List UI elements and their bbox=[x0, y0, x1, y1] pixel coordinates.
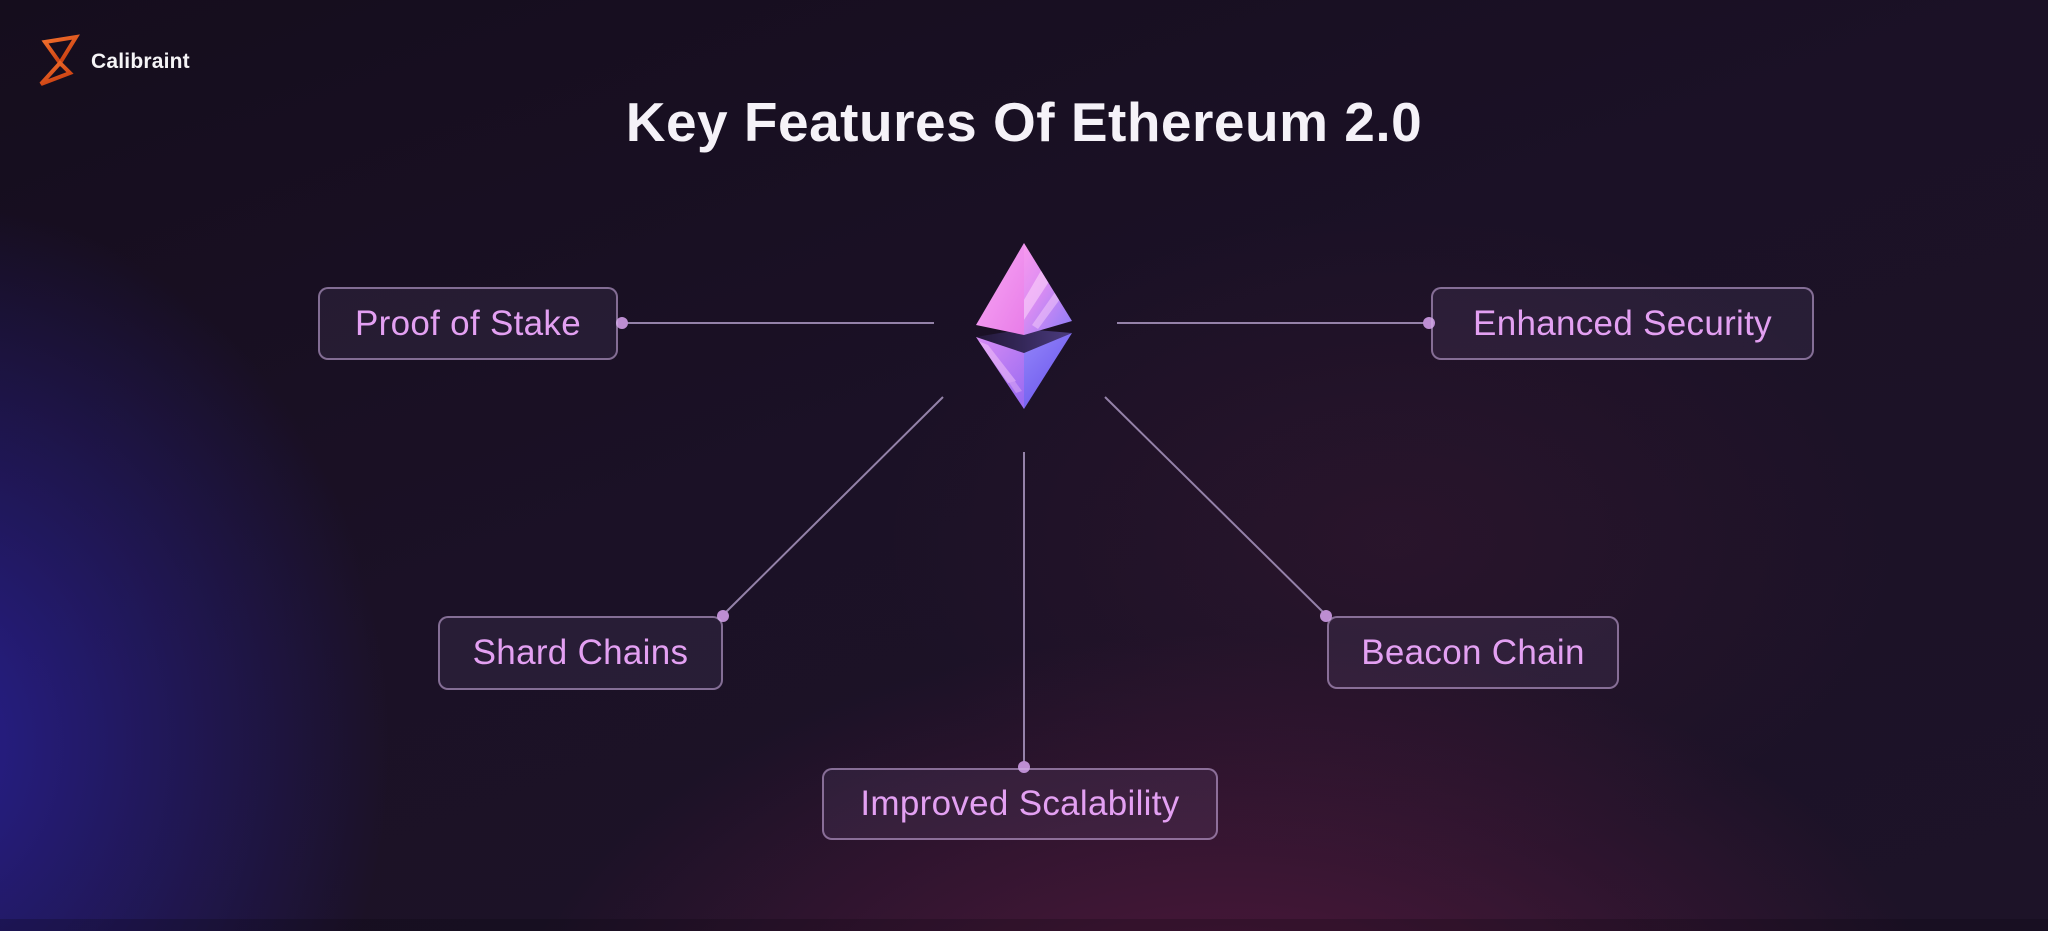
feature-node-label: Enhanced Security bbox=[1473, 303, 1772, 343]
connector-line-beacon-chain bbox=[1104, 396, 1327, 616]
feature-node-label: Proof of Stake bbox=[355, 303, 581, 343]
feature-node-label: Shard Chains bbox=[472, 633, 689, 672]
calibraint-zigzag-icon bbox=[39, 34, 80, 86]
feature-node-beacon-chain: Beacon Chain bbox=[1327, 616, 1619, 689]
feature-node-improved-scalability: Improved Scalability bbox=[822, 768, 1218, 840]
connector-line-shard-chains bbox=[722, 396, 944, 616]
feature-node-enhanced-security: Enhanced Security bbox=[1431, 287, 1814, 360]
page-title: Key Features Of Ethereum 2.0 bbox=[625, 91, 1423, 153]
feature-node-label: Improved Scalability bbox=[860, 784, 1180, 823]
feature-node-shard-chains: Shard Chains bbox=[438, 616, 723, 690]
feature-node-label: Beacon Chain bbox=[1361, 632, 1585, 672]
bottom-edge-shade bbox=[0, 919, 2048, 931]
feature-node-proof-of-stake: Proof of Stake bbox=[318, 287, 618, 360]
brand-name: Calibraint bbox=[91, 50, 190, 73]
ethereum-icon bbox=[976, 243, 1072, 409]
brand-logo: Calibraint bbox=[36, 34, 190, 90]
